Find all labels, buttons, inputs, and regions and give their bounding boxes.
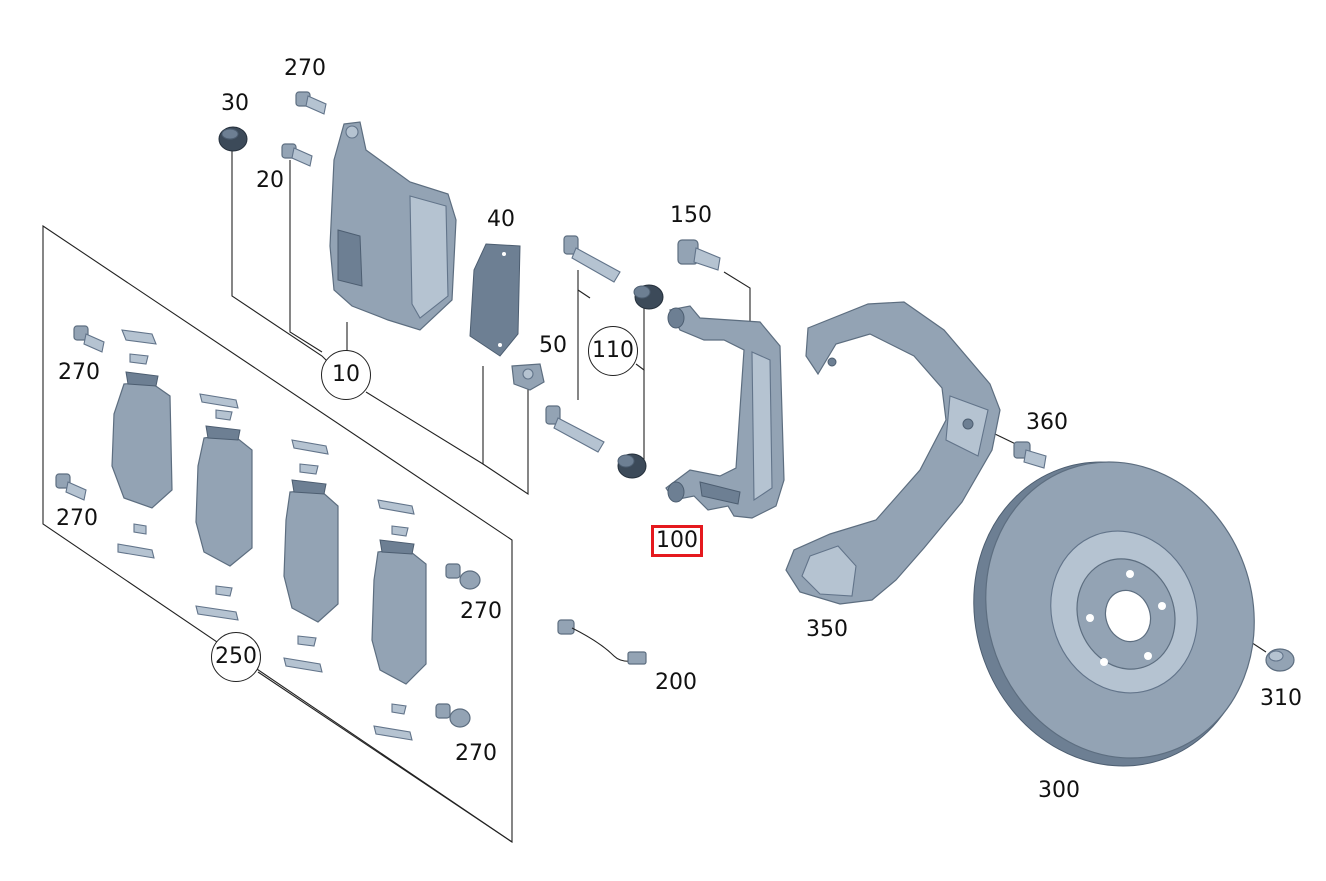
anti-squeal-shim-40[interactable] <box>469 243 521 357</box>
callout-10[interactable]: 10 <box>321 350 371 400</box>
splash-shield-350[interactable] <box>785 301 1001 605</box>
callout-40[interactable]: 40 <box>487 207 515 232</box>
brake-caliper-10[interactable] <box>329 121 457 331</box>
callout-250[interactable]: 250 <box>211 632 261 682</box>
bolt-50[interactable] <box>511 363 545 391</box>
callout-270-right-upper[interactable]: 270 <box>460 599 502 624</box>
callout-200[interactable]: 200 <box>655 670 697 695</box>
bolt-270-top[interactable] <box>295 91 327 115</box>
brake-pad-set-250[interactable] <box>111 371 427 685</box>
callout-270-right-lower[interactable]: 270 <box>455 741 497 766</box>
bolt-270-left-upper[interactable] <box>73 325 105 353</box>
guide-pin-50-lower[interactable] <box>545 405 605 453</box>
callout-20[interactable]: 20 <box>256 168 284 193</box>
wear-sensor-200[interactable] <box>557 619 647 665</box>
callout-270-left-lower[interactable]: 270 <box>56 506 98 531</box>
callout-350[interactable]: 350 <box>806 617 848 642</box>
caliper-carrier-100[interactable] <box>665 305 785 519</box>
bolt-270-right-lower[interactable] <box>435 703 471 728</box>
pad-kit-frame <box>42 224 513 844</box>
callout-30[interactable]: 30 <box>221 91 249 116</box>
callout-270-top[interactable]: 270 <box>284 56 326 81</box>
bolt-360[interactable] <box>1013 441 1047 469</box>
guide-boot-110-upper[interactable] <box>633 284 664 310</box>
callout-100[interactable]: 100 <box>651 525 703 557</box>
bleed-screw-20[interactable] <box>281 143 313 167</box>
brake-disc-300[interactable] <box>932 423 1296 805</box>
callout-300[interactable]: 300 <box>1038 778 1080 803</box>
bleed-cap-30[interactable] <box>218 126 248 152</box>
guide-boot-110-lower[interactable] <box>617 453 647 479</box>
bolt-270-left-lower[interactable] <box>55 473 87 501</box>
screw-310[interactable] <box>1265 648 1295 672</box>
callout-360[interactable]: 360 <box>1026 410 1068 435</box>
callout-110[interactable]: 110 <box>588 326 638 376</box>
callout-310[interactable]: 310 <box>1260 686 1302 711</box>
pad-clips[interactable] <box>117 329 415 741</box>
callout-50[interactable]: 50 <box>539 333 567 358</box>
callout-270-left-upper[interactable]: 270 <box>58 360 100 385</box>
callout-150[interactable]: 150 <box>670 203 712 228</box>
guide-pin-50-upper[interactable] <box>563 235 621 283</box>
bolt-150[interactable] <box>677 239 721 271</box>
bolt-270-right-upper[interactable] <box>445 563 481 590</box>
